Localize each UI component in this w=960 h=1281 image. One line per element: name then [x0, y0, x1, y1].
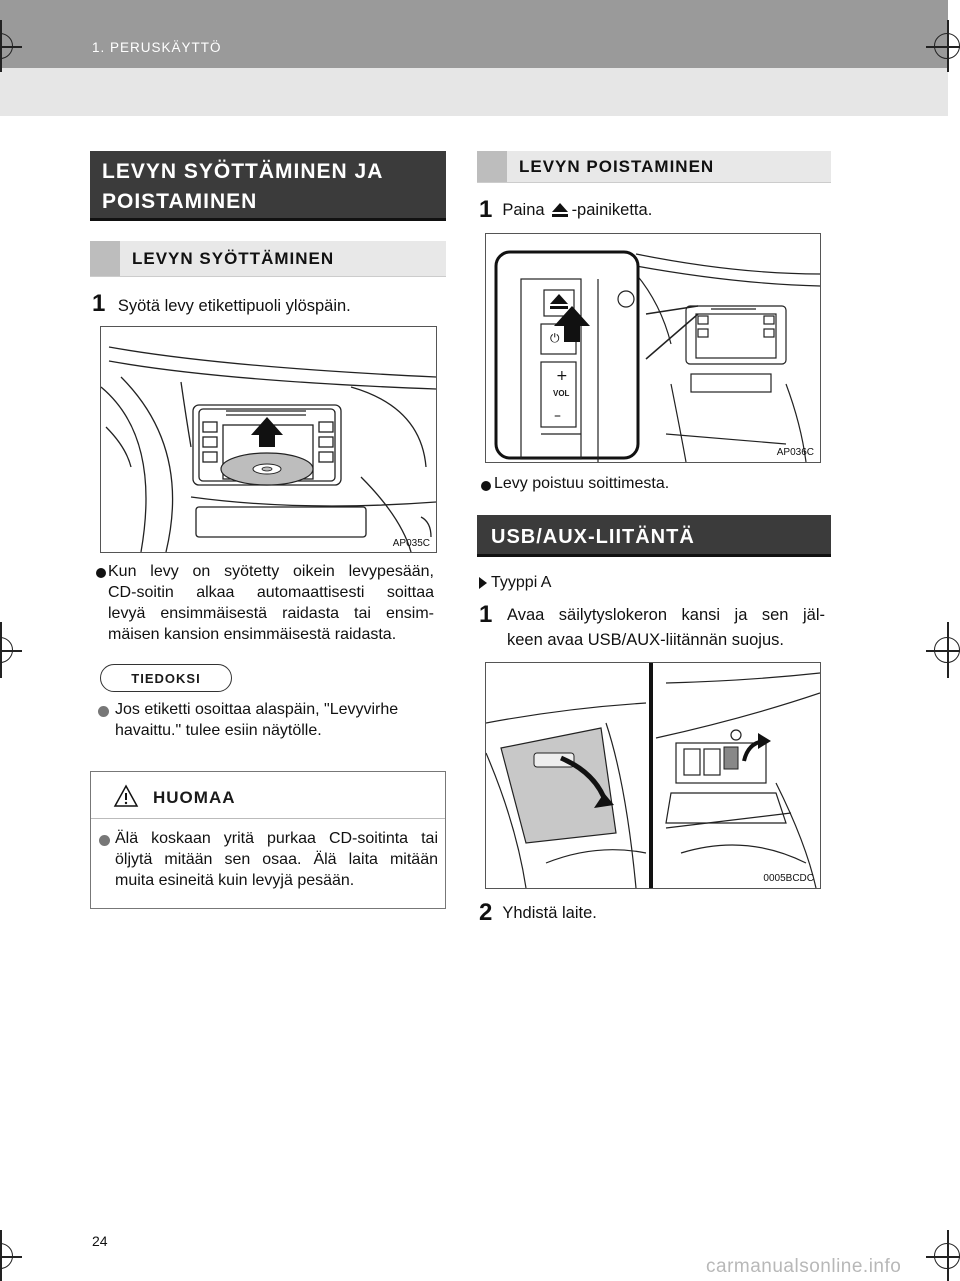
svg-text:–: – — [554, 408, 561, 424]
note-bullet-icon — [98, 704, 109, 722]
bullet-disc-icon — [96, 565, 106, 583]
main-heading-line2: POISTAMINEN — [102, 190, 258, 213]
caution-label: HUOMAA — [153, 788, 236, 807]
illustration-cd-insert: AP035C — [100, 326, 437, 553]
bullet-disc-icon-2 — [481, 478, 491, 496]
usb-step-1: 1 — [479, 601, 493, 628]
usb-port-drawing — [486, 663, 820, 888]
header-subbar — [0, 68, 948, 116]
warning-triangle-icon — [113, 784, 139, 813]
header-section-title: 1. PERUSKÄYTTÖ — [92, 40, 222, 55]
page-number: 24 — [92, 1233, 108, 1249]
note-label: TIEDOKSI — [100, 664, 232, 692]
caution-box: HUOMAA Älä koskaan yritä purkaa CD-soiti… — [90, 771, 446, 909]
main-section-heading: LEVYN SYÖTTÄMINEN JA POISTAMINEN — [90, 151, 446, 221]
caution-text: Älä koskaan yritä purkaa CD-soitinta tai… — [115, 830, 438, 889]
vol-label: VOL — [553, 389, 570, 398]
subsection-heading-insert: LEVYN SYÖTTÄMINEN — [90, 241, 446, 277]
svg-text:⏻: ⏻ — [550, 331, 560, 345]
usb-step-2: 2 Yhdistä laite. — [479, 899, 597, 926]
subsection-heading-eject: LEVYN POISTAMINEN — [477, 151, 831, 183]
image-code-ap036c: AP036C — [776, 447, 814, 458]
illustration-usb-port: 0005BCDC — [485, 662, 821, 889]
main-heading-line1: LEVYN SYÖTTÄMINEN JA — [102, 160, 384, 183]
triangle-right-icon — [478, 576, 488, 590]
eject-button-drawing: ⏻ + – — [494, 250, 820, 462]
eject-icon — [551, 202, 569, 218]
svg-text:+: + — [556, 368, 568, 384]
bullet-auto-play: Kun levy on syötetty oikein levypesään, … — [108, 563, 434, 643]
step-insert-1: 1 Syötä levy etikettipuoli ylöspäin. — [92, 290, 351, 317]
bullet-disc-ejects: Levy poistuu soittimesta. — [494, 475, 670, 492]
usb-step-1-text: Avaa säilytyslokeron kansi ja sen jäl- k… — [507, 606, 825, 649]
watermark: carmanualsonline.info — [706, 1256, 902, 1277]
header-bar — [0, 0, 948, 68]
caution-divider — [91, 818, 445, 819]
cd-insert-drawing — [101, 346, 436, 552]
note-divider — [232, 677, 233, 679]
step-eject-1: 1 Paina -painiketta. — [479, 196, 653, 223]
usb-section-heading: USB/AUX-LIITÄNTÄ — [477, 515, 831, 557]
type-a-label: Tyyppi A — [478, 572, 551, 593]
illustration-eject-button: ⏻ + – VOL AP036C — [485, 233, 821, 463]
image-code-ap035c: AP035C — [392, 538, 430, 549]
image-code-0005bcdc: 0005BCDC — [763, 873, 814, 884]
caution-bullet-icon — [99, 833, 110, 851]
note-text: Jos etiketti osoittaa alaspäin, "Levyvir… — [115, 701, 399, 739]
